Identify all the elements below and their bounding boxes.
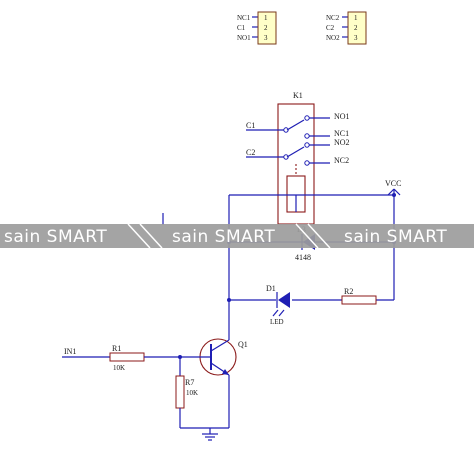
connector-1-num-3: 3 — [264, 34, 268, 42]
connector-2-body — [347, 11, 367, 45]
connector-1-num-1: 1 — [264, 14, 268, 22]
watermark-segment-1: sain SMART — [4, 227, 107, 247]
watermark-segment-3: sain SMART — [344, 227, 447, 247]
r7-ref-label: R7 — [185, 378, 194, 387]
r7-value-label: 10K — [186, 389, 198, 397]
transistor-ref-label: Q1 — [238, 340, 248, 349]
connector-1-pin-3-label: NO1 — [237, 34, 251, 42]
led-value-label: LED — [270, 318, 284, 326]
vcc-rail: VCC — [228, 179, 401, 340]
relay-no2-label: NO2 — [334, 138, 350, 147]
connector-2-num-2: 2 — [354, 24, 358, 32]
relay-nc2-label: NC2 — [334, 156, 349, 165]
connector-1: NC1 C1 NO1 1 2 3 — [237, 11, 277, 45]
connector-2-num-3: 3 — [354, 34, 358, 42]
connector-2-pin-3-label: NO2 — [326, 34, 340, 42]
led-indicator: D1 LED R2 — [227, 284, 394, 326]
r2-ref-label: R2 — [344, 287, 353, 296]
watermark-segment-2: sain SMART — [172, 227, 275, 247]
connector-1-body — [257, 11, 277, 45]
ground-icon — [202, 428, 218, 441]
resistor-r1 — [109, 352, 145, 362]
watermark-banner: sain SMART sain SMART sain SMART — [0, 223, 474, 249]
connector-1-pin-2-label: C1 — [237, 24, 246, 32]
vcc-label: VCC — [385, 179, 401, 188]
connector-2-pin-2-label: C2 — [326, 24, 335, 32]
led-ref-label: D1 — [266, 284, 276, 293]
relay-c1-label: C1 — [246, 121, 255, 130]
relay-no1-label: NO1 — [334, 112, 350, 121]
connector-2: NC2 C2 NO2 1 2 3 — [326, 11, 367, 45]
relay-ref-label: K1 — [293, 91, 303, 100]
input-label: IN1 — [64, 347, 76, 356]
relay-nc1-label: NC1 — [334, 129, 349, 138]
connector-1-pin-1-label: NC1 — [237, 14, 251, 22]
r1-value-label: 10K — [113, 364, 125, 372]
relay-k1: K1 C1 C2 NO1 NC1 NO2 NC2 — [246, 91, 350, 225]
connector-1-num-2: 2 — [264, 24, 268, 32]
r1-ref-label: R1 — [112, 344, 121, 353]
resistor-r7 — [175, 375, 185, 409]
connector-2-pin-1-label: NC2 — [326, 14, 340, 22]
diode-value-label: 4148 — [295, 253, 311, 262]
led-symbol — [278, 292, 290, 308]
transistor-q1: Q1 — [199, 338, 248, 428]
connector-2-num-1: 1 — [354, 14, 358, 22]
resistor-r2 — [341, 295, 377, 305]
input-stage: IN1 R1 10K R7 10K — [62, 344, 229, 429]
relay-c2-label: C2 — [246, 148, 255, 157]
